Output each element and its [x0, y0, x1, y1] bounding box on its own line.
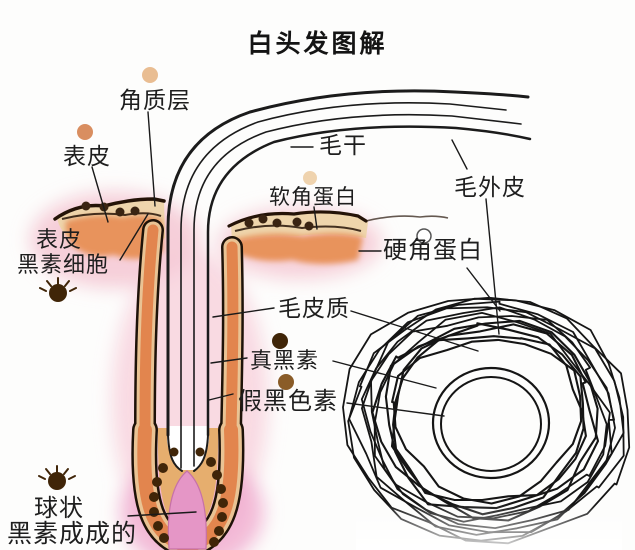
eumelanin-dot	[272, 333, 288, 349]
label-eumelanin: 真黑素	[250, 348, 320, 373]
label-hair-outer-cuticle: 毛外皮	[454, 175, 526, 200]
watermark-fade-band	[356, 504, 622, 550]
diagram-title: 白头发图解	[247, 31, 388, 58]
label-soft-keratin: 软角蛋白	[269, 185, 357, 209]
pheomelanin-dot	[278, 374, 294, 390]
label-hair-shaft: 毛干	[319, 133, 367, 158]
label-hard-keratin: 硬角蛋白	[383, 238, 483, 264]
pointer-lines	[91, 111, 501, 517]
label-globular-melanin-line2: 黑素成成的	[7, 521, 138, 548]
soft-keratin-pale-dot	[303, 171, 317, 185]
label-hair-cortex: 毛皮质	[278, 296, 350, 321]
pigment-legend-markers	[38, 67, 432, 490]
label-epidermis: 表皮	[63, 144, 111, 169]
epidermis-orange-dot	[77, 124, 93, 140]
melanocyte-spiky-dot-lower	[38, 465, 76, 490]
keratin-tan-dot	[142, 67, 158, 83]
unpigmented-circle	[416, 228, 432, 244]
papilla-shape	[167, 470, 207, 550]
hair-shaft-drawing	[166, 89, 532, 472]
label-globular-melanin-line1: 球状	[34, 496, 84, 522]
label-stratum-corneum: 角质层	[119, 88, 191, 113]
label-epidermal-melanocyte-line2: 黑素细胞	[17, 252, 110, 277]
cross-section-inner-circles	[431, 366, 551, 480]
follicle-wall	[131, 219, 245, 550]
epidermis-left-patch	[53, 197, 166, 259]
melanocyte-spiky-dot-upper	[39, 277, 77, 302]
label-pheomelanin: 假黑色素	[238, 389, 338, 415]
label-epidermal-melanocyte-line1: 表皮	[36, 227, 83, 252]
epidermis-right-band	[227, 210, 449, 264]
